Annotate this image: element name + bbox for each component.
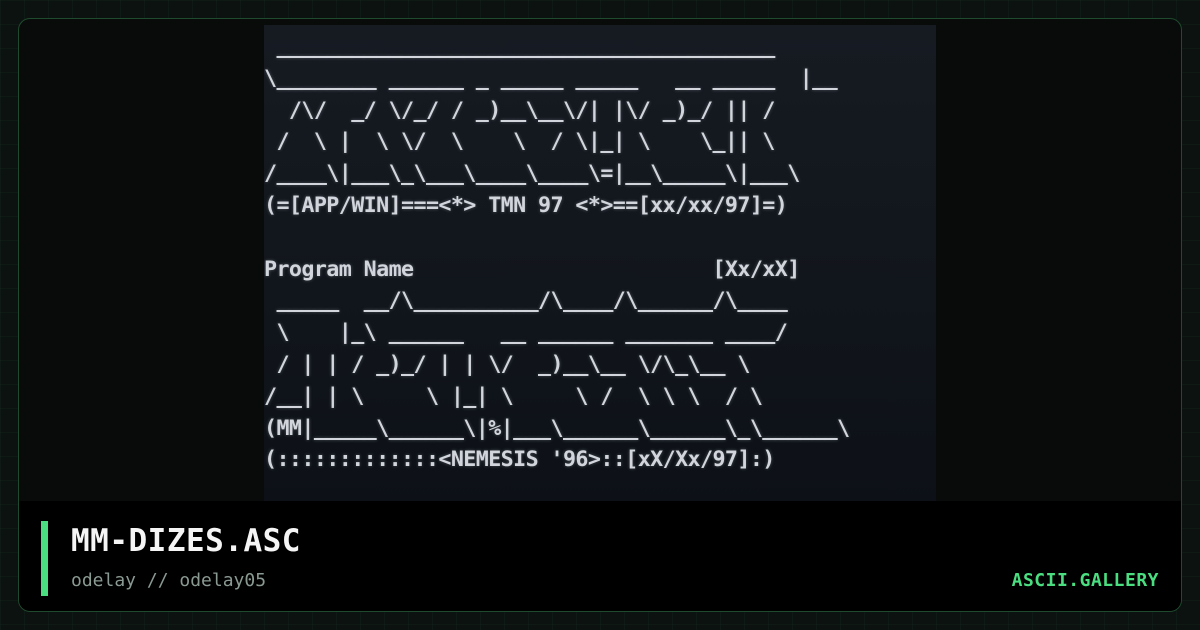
card-footer: MM-DIZES.ASC odelay // odelay05 ASCII.GA… — [19, 501, 1181, 611]
artwork-title: MM-DIZES.ASC — [71, 523, 301, 559]
ascii-art-panel: ________________________________________… — [264, 25, 936, 505]
artwork-card: ________________________________________… — [18, 18, 1182, 612]
ascii-art: ________________________________________… — [264, 34, 850, 473]
artwork-author: odelay // odelay05 — [71, 570, 267, 591]
accent-bar — [41, 521, 48, 596]
site-brand[interactable]: ASCII.GALLERY — [1011, 570, 1159, 591]
